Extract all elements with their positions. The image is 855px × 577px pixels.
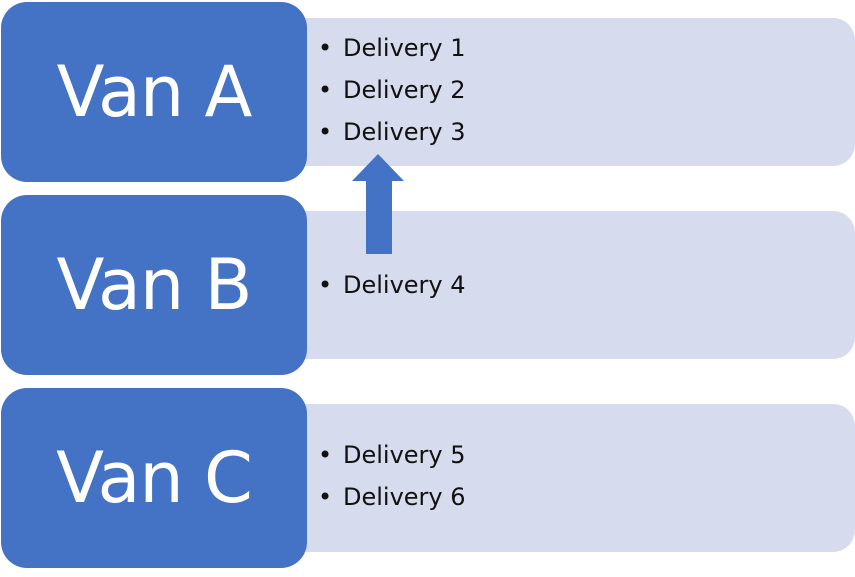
- delivery-list-item: • Delivery 1: [318, 27, 466, 69]
- delivery-label: Delivery 2: [343, 76, 466, 104]
- up-arrow-shape: [352, 154, 404, 254]
- delivery-label: Delivery 3: [343, 118, 466, 146]
- van-b-delivery-list: • Delivery 4: [318, 264, 466, 306]
- bullet-icon: •: [318, 271, 333, 299]
- bullet-icon: •: [318, 118, 333, 146]
- delivery-list-item: • Delivery 6: [318, 476, 466, 518]
- delivery-label: Delivery 5: [343, 441, 466, 469]
- van-c-deliveries-panel: [282, 404, 855, 552]
- delivery-label: Delivery 6: [343, 483, 466, 511]
- bullet-icon: •: [318, 483, 333, 511]
- van-b-row: Van B • Delivery 4: [0, 193, 855, 377]
- bullet-icon: •: [318, 441, 333, 469]
- van-c-label: Van C: [56, 437, 253, 519]
- van-c-box: Van C: [1, 388, 307, 568]
- van-b-label: Van B: [56, 244, 253, 326]
- delivery-list-item: • Delivery 4: [318, 264, 466, 306]
- bullet-icon: •: [318, 34, 333, 62]
- van-c-row: Van C • Delivery 5 • Delivery 6: [0, 386, 855, 570]
- delivery-label: Delivery 1: [343, 34, 466, 62]
- delivery-list-item: • Delivery 2: [318, 69, 466, 111]
- van-a-row: Van A • Delivery 1 • Delivery 2 • Delivery …: [0, 0, 855, 184]
- delivery-list-item: • Delivery 5: [318, 434, 466, 476]
- van-b-box: Van B: [1, 195, 307, 375]
- van-c-delivery-list: • Delivery 5 • Delivery 6: [318, 434, 466, 518]
- van-a-box: Van A: [1, 2, 307, 182]
- van-a-delivery-list: • Delivery 1 • Delivery 2 • Delivery 3: [318, 27, 466, 153]
- delivery-label: Delivery 4: [343, 271, 466, 299]
- van-a-deliveries-panel: [282, 18, 855, 166]
- van-a-label: Van A: [56, 51, 253, 133]
- delivery-list-item: • Delivery 3: [318, 111, 466, 153]
- bullet-icon: •: [318, 76, 333, 104]
- up-arrow-icon: [352, 154, 404, 254]
